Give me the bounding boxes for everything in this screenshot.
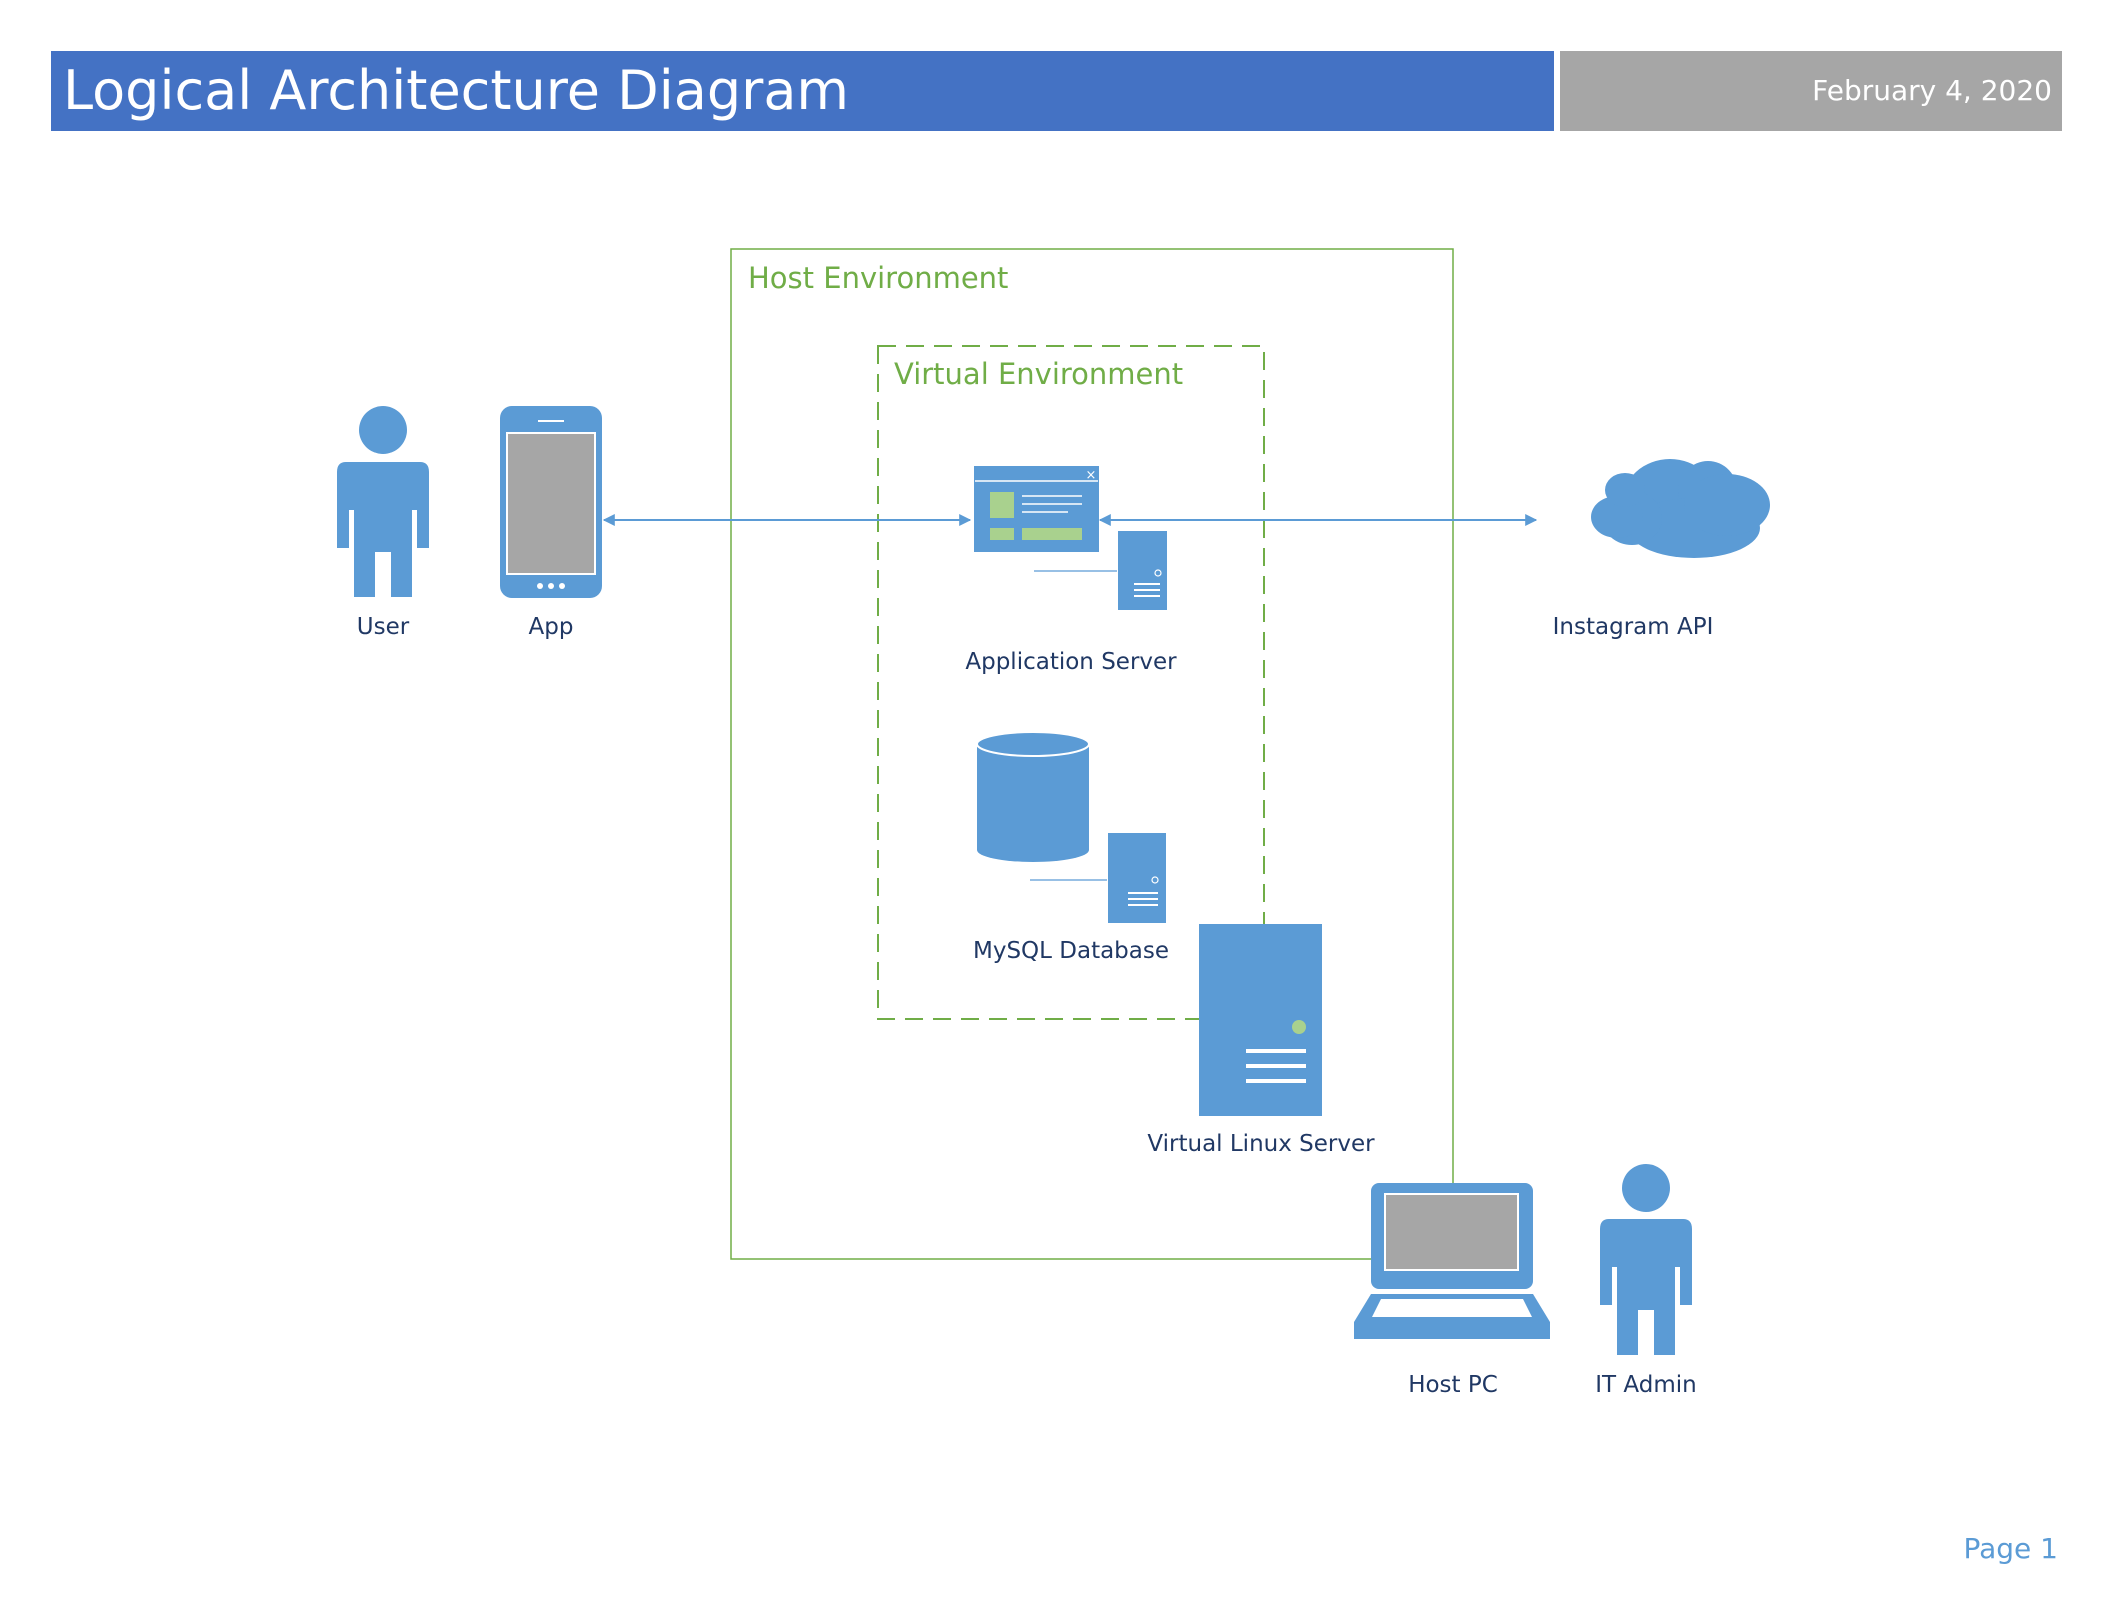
host-environment-label: Host Environment — [748, 261, 1008, 295]
svg-text:×: × — [1086, 468, 1097, 483]
web-server-icon: × — [974, 466, 1167, 610]
user-node[interactable]: User — [337, 406, 429, 640]
it-admin-label: IT Admin — [1595, 1372, 1696, 1398]
date-label: February 4, 2020 — [1812, 74, 2052, 107]
virtual-linux-server-label: Virtual Linux Server — [1147, 1131, 1375, 1157]
date-bar: February 4, 2020 — [1560, 51, 2062, 131]
user-label: User — [357, 614, 410, 640]
app-node[interactable]: App — [500, 406, 602, 640]
mysql-database-label: MySQL Database — [973, 938, 1169, 964]
virtual-environment-label: Virtual Environment — [894, 357, 1183, 391]
page-number: Page 1 — [1963, 1532, 2059, 1565]
host-environment-container: Host Environment — [730, 248, 1454, 1260]
cloud-icon — [1591, 459, 1770, 558]
app-label: App — [529, 614, 574, 640]
application-server-label: Application Server — [965, 649, 1177, 675]
instagram-api-label: Instagram API — [1553, 614, 1714, 640]
person-icon — [337, 406, 429, 597]
mysql-database-node[interactable]: MySQL Database — [973, 731, 1169, 964]
mobile-phone-icon — [500, 406, 602, 598]
host-pc-label: Host PC — [1408, 1372, 1498, 1398]
application-server-node[interactable]: × Application Server — [965, 466, 1177, 675]
it-admin-node[interactable]: IT Admin — [1595, 1164, 1697, 1398]
virtual-environment-container: Virtual Environment — [877, 345, 1265, 1020]
database-server-icon — [976, 731, 1166, 923]
host-pc-node[interactable]: Host PC — [1354, 1183, 1550, 1398]
title-bar: Logical Architecture Diagram — [51, 51, 1554, 131]
person-icon — [1600, 1164, 1692, 1355]
server-tower-icon — [1199, 924, 1322, 1116]
virtual-linux-server-node[interactable]: Virtual Linux Server — [1147, 924, 1375, 1157]
page-title: Logical Architecture Diagram — [63, 59, 850, 122]
instagram-api-node[interactable]: Instagram API — [1553, 459, 1770, 640]
laptop-icon — [1354, 1183, 1550, 1339]
